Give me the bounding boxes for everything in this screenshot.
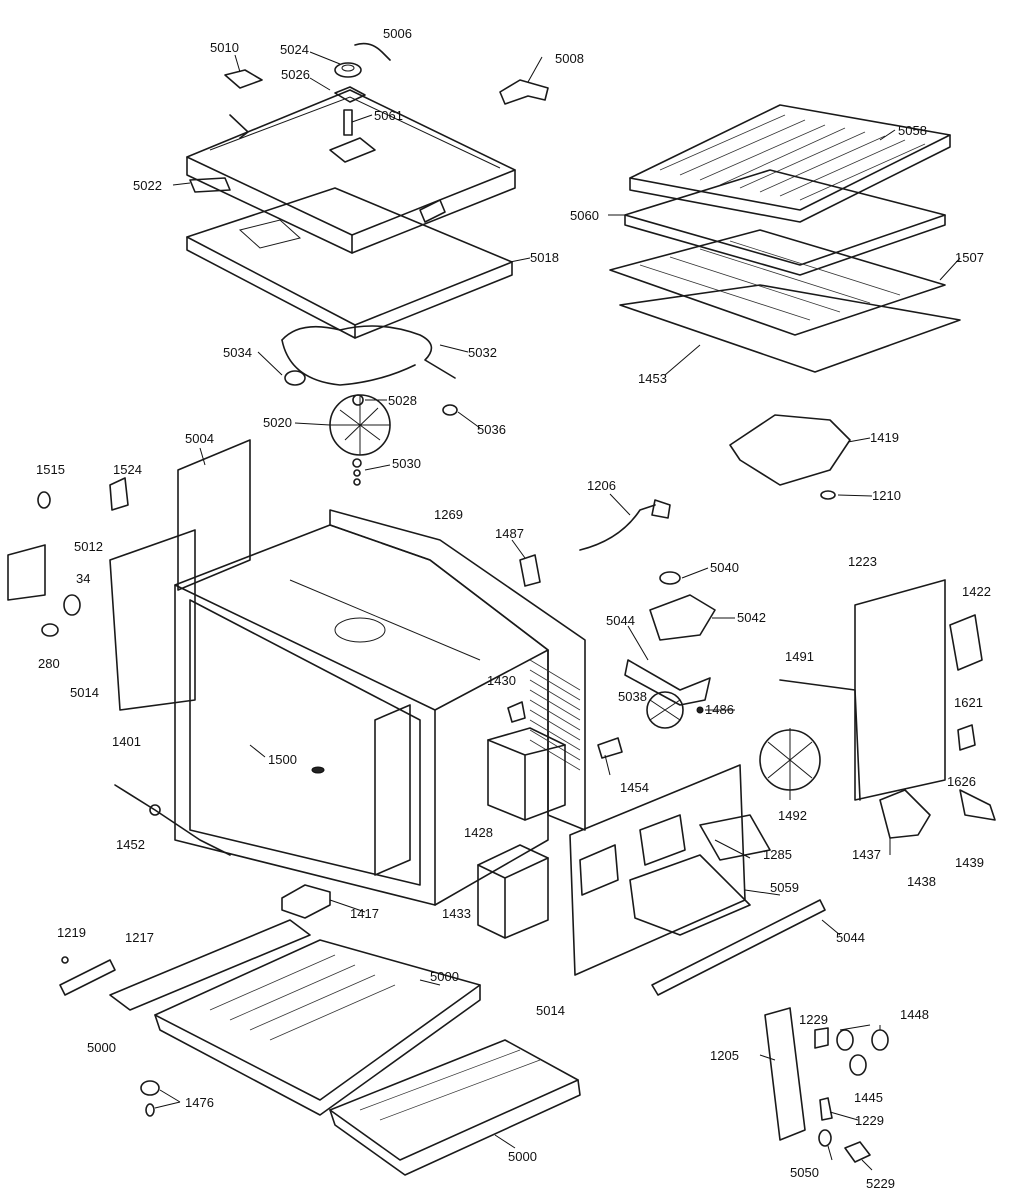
control-strip-1205 bbox=[764, 1007, 889, 1163]
label-5040: 5040 bbox=[710, 560, 739, 575]
label-1219: 1219 bbox=[57, 925, 86, 940]
bracket-5044 bbox=[651, 899, 826, 996]
label-1486: 1486 bbox=[705, 702, 734, 717]
leader-lines bbox=[154, 51, 961, 1171]
label-5028: 5028 bbox=[388, 393, 417, 408]
label-5004: 5004 bbox=[185, 431, 214, 446]
label-5014-left: 5014 bbox=[70, 685, 99, 700]
label-1223: 1223 bbox=[848, 554, 877, 569]
rear-panel-5014 bbox=[569, 764, 771, 976]
label-5000-lower: 5000 bbox=[508, 1149, 537, 1164]
label-1401: 1401 bbox=[112, 734, 141, 749]
magnetron-1428 bbox=[487, 727, 566, 821]
label-1492: 1492 bbox=[778, 808, 807, 823]
label-5060: 5060 bbox=[570, 208, 599, 223]
label-1229-lower: 1229 bbox=[855, 1113, 884, 1128]
label-5044-upper: 5044 bbox=[606, 613, 635, 628]
label-1452: 1452 bbox=[116, 837, 145, 852]
label-5010: 5010 bbox=[210, 40, 239, 55]
label-1491: 1491 bbox=[785, 649, 814, 664]
label-1453: 1453 bbox=[638, 371, 667, 386]
label-5229: 5229 bbox=[866, 1176, 895, 1191]
label-1433: 1433 bbox=[442, 906, 471, 921]
label-5059: 5059 bbox=[770, 880, 799, 895]
label-5020: 5020 bbox=[263, 415, 292, 430]
right-panel-1223 bbox=[759, 579, 996, 839]
label-1285: 1285 bbox=[763, 847, 792, 862]
label-1419: 1419 bbox=[870, 430, 899, 445]
label-5034: 5034 bbox=[223, 345, 252, 360]
label-1437: 1437 bbox=[852, 847, 881, 862]
label-1445: 1445 bbox=[854, 1090, 883, 1105]
grill-pan-5058 bbox=[629, 104, 951, 223]
label-1438: 1438 bbox=[907, 874, 936, 889]
label-1422: 1422 bbox=[962, 584, 991, 599]
label-5061: 5061 bbox=[374, 108, 403, 123]
bottom-panels-5000 bbox=[59, 919, 581, 1176]
label-1439: 1439 bbox=[955, 855, 984, 870]
turntable-motor-1417 bbox=[281, 884, 331, 919]
tray-5060 bbox=[624, 169, 946, 276]
label-34: 34 bbox=[76, 571, 90, 586]
label-1430: 1430 bbox=[487, 673, 516, 688]
label-1269: 1269 bbox=[434, 507, 463, 522]
label-5024: 5024 bbox=[280, 42, 309, 57]
label-5044-lower: 5044 bbox=[836, 930, 865, 945]
label-5030: 5030 bbox=[392, 456, 421, 471]
label-5000-left: 5000 bbox=[87, 1040, 116, 1055]
label-1476: 1476 bbox=[185, 1095, 214, 1110]
label-1524: 1524 bbox=[113, 462, 142, 477]
heating-element-5032 bbox=[281, 325, 456, 386]
label-1507: 1507 bbox=[955, 250, 984, 265]
label-1210: 1210 bbox=[872, 488, 901, 503]
label-1428: 1428 bbox=[464, 825, 493, 840]
label-5018: 5018 bbox=[530, 250, 559, 265]
label-5014-lower: 5014 bbox=[536, 1003, 565, 1018]
label-1217: 1217 bbox=[125, 930, 154, 945]
label-5032: 5032 bbox=[468, 345, 497, 360]
label-5036: 5036 bbox=[477, 422, 506, 437]
left-side-parts bbox=[7, 439, 251, 711]
power-cord-1206 bbox=[579, 499, 671, 551]
label-5012: 5012 bbox=[74, 539, 103, 554]
label-5050: 5050 bbox=[790, 1165, 819, 1180]
label-5058: 5058 bbox=[898, 123, 927, 138]
label-5006: 5006 bbox=[383, 26, 412, 41]
label-5038: 5038 bbox=[618, 689, 647, 704]
label-1621: 1621 bbox=[954, 695, 983, 710]
label-1229-upper: 1229 bbox=[799, 1012, 828, 1027]
label-1626: 1626 bbox=[947, 774, 976, 789]
top-cover-5022 bbox=[186, 89, 516, 254]
tray-1453 bbox=[619, 284, 961, 373]
top-small-parts bbox=[224, 42, 549, 486]
label-5042: 5042 bbox=[737, 610, 766, 625]
cover-plate-5018 bbox=[186, 187, 513, 339]
transformer-1433 bbox=[477, 844, 549, 939]
label-1448: 1448 bbox=[900, 1007, 929, 1022]
guide-1419 bbox=[729, 414, 851, 500]
label-1206: 1206 bbox=[587, 478, 616, 493]
label-1454: 1454 bbox=[620, 780, 649, 795]
label-1515: 1515 bbox=[36, 462, 65, 477]
cavity-housing-1269 bbox=[174, 509, 586, 906]
label-1487: 1487 bbox=[495, 526, 524, 541]
center-small-parts bbox=[507, 554, 716, 759]
part-labels: 5006 5010 5024 5026 5008 5061 5022 5018 … bbox=[36, 26, 991, 1191]
label-1417: 1417 bbox=[350, 906, 379, 921]
label-1500: 1500 bbox=[268, 752, 297, 767]
label-5022: 5022 bbox=[133, 178, 162, 193]
rack-1507 bbox=[609, 229, 946, 336]
stirrer-1452 bbox=[114, 784, 231, 856]
label-1205: 1205 bbox=[710, 1048, 739, 1063]
label-280: 280 bbox=[38, 656, 60, 671]
label-5026: 5026 bbox=[281, 67, 310, 82]
label-5008: 5008 bbox=[555, 51, 584, 66]
label-5000-center: 5000 bbox=[430, 969, 459, 984]
